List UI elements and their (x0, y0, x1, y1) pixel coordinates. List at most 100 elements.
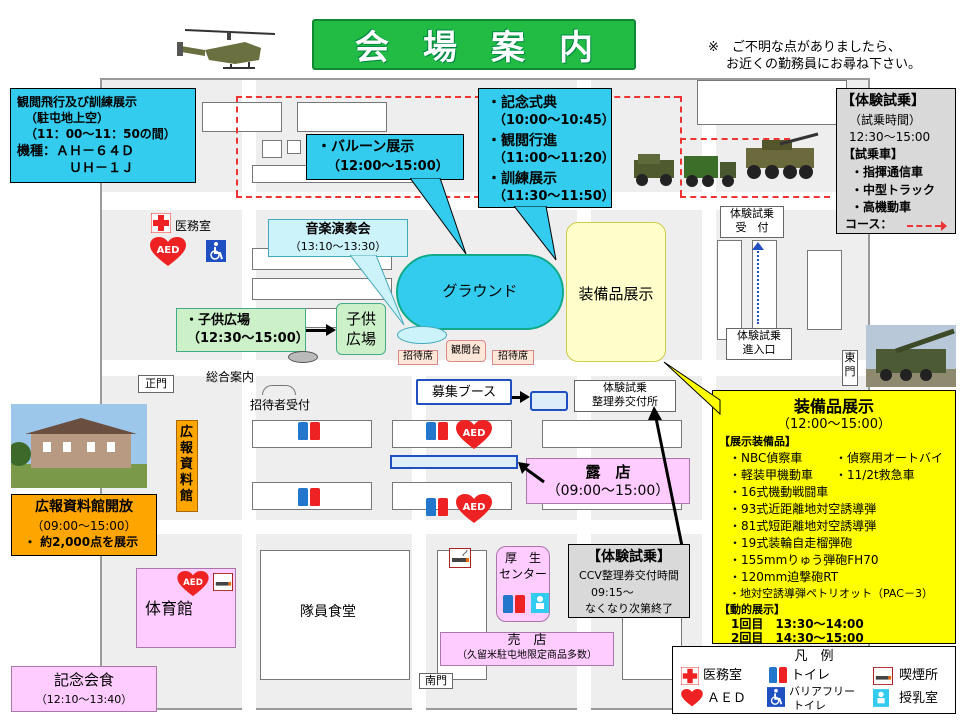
legend-toilet-icon (769, 667, 787, 683)
ride-time-label: （試乗時間） (849, 113, 922, 127)
stalls-line-2: （09:00～15:00） (546, 483, 670, 499)
music-line-1: 音楽演奏会 (305, 222, 371, 237)
welfare-center: 厚 生 センター (496, 546, 550, 622)
notice-line-2: お近くの勤務員にお尋ね下さい。 (726, 57, 922, 72)
legend-medical-label: 医務室 (703, 668, 743, 683)
ride-course-label: コース： (845, 217, 893, 231)
legend-barrier-free-icon (767, 687, 785, 707)
ride-course-legend-arrow (941, 221, 947, 231)
aed-icon-3: AED (456, 494, 492, 523)
equipment-item-3: ・81式短距離地対空誘導弾 (729, 519, 877, 533)
legend-nursing-icon (873, 689, 889, 707)
svg-text:AED: AED (183, 578, 203, 588)
kids-arrow-head (326, 324, 336, 336)
vehicle-jeep-icon (634, 154, 674, 186)
pr-line-3: ・ 約2,000点を展示 (24, 535, 139, 549)
recruit-arrow-head (520, 391, 530, 403)
svg-text:AED: AED (463, 502, 486, 513)
ccv-line-2: CCV整理券交付時間 (579, 569, 679, 582)
welfare-line-1: 厚 生 (504, 551, 541, 565)
aed-icon-4: AED (177, 571, 209, 597)
ride-vehicle-2: ・中型トラック (851, 183, 936, 197)
artillery-photo (866, 325, 956, 387)
equipment-pointer (663, 361, 721, 416)
legend-medical-icon (681, 667, 699, 685)
ride-course-right-top (680, 138, 790, 140)
pr-hall-vertical-sign: 広報資料館 (176, 420, 198, 512)
equipment-item-r2-a: ・軽装甲機動車 (729, 468, 814, 482)
pr-hall-callout: 広報資料館開放 （09:00～15:00） ・ 約2,000点を展示 (11, 494, 157, 556)
flight-line-1: 観閲飛行及び訓練展示 (17, 95, 138, 109)
equipment-item-6: ・120mm迫撃砲RT (729, 570, 839, 584)
equipment-item-1: ・16式機動戦闘車 (729, 485, 829, 499)
ground-area: グラウンド (396, 254, 564, 330)
page-title: 会 場 案 内 (355, 28, 593, 68)
ride-entry-line-1: 体験試乗 (737, 329, 781, 342)
equipment-round-2: 2回目 14:30～15:00 (731, 631, 864, 645)
ticket-office-line-1: 体験試乗 (603, 381, 647, 394)
stalls-arrow-svg (518, 462, 545, 484)
svg-text:AED: AED (157, 245, 180, 256)
recruit-booth-tent (530, 391, 568, 411)
legend-barrier-free-line-2: トイレ (793, 699, 826, 712)
equipment-section-1: 【展示装備品】 (719, 435, 796, 448)
ticket-office-line-2: 整理券交付所 (592, 395, 658, 408)
title-banner: 会 場 案 内 (312, 19, 636, 70)
review-stand: 観閲台 (446, 340, 486, 362)
pr-hall-photo (11, 404, 147, 488)
guest-seat-right-label: 招待席 (498, 351, 528, 362)
ride-reception-sign: 体験試乗 受 付 (720, 206, 784, 238)
main-gate-sign: 正門 (138, 375, 174, 393)
pr-line-1: 広報資料館開放 (35, 499, 133, 515)
flight-line-3: （11：00～11：50の間） (25, 127, 176, 141)
vehicle-ccv-icon (746, 132, 819, 179)
info-label: 総合案内 (206, 370, 255, 384)
ceremony-line-3: ・観閲行進 (487, 133, 557, 149)
music-pointer (350, 255, 405, 326)
kids-line-1: ・子供広場 (185, 313, 251, 328)
equipment-item-r1-b: ・偵察用オートバイ (835, 451, 944, 465)
ride-dotted-arrow (752, 242, 764, 250)
ground-oval (397, 326, 447, 344)
guest-seat-left-label: 招待席 (403, 351, 433, 362)
legend-title: 凡 例 (794, 649, 834, 664)
recruit-booth-label: 募集ブース (431, 385, 497, 400)
info-tent-shape (288, 351, 318, 363)
ride-vehicle-3: ・高機動車 (851, 200, 912, 214)
music-line-2: （13:10～13:30） (289, 240, 387, 253)
kids-arrow (306, 329, 328, 332)
ccv-line-4: なくなり次第終了 (585, 602, 673, 615)
balloon-line-2: （12:00～15:00） (327, 159, 449, 174)
shop-callout: 売 店 （久留米駐屯地限定商品多数） (440, 632, 614, 666)
equipment-display-callout: 装備品展示 （12:00～15:00） 【展示装備品】 ・NBC偵察車 ・偵察用… (712, 390, 956, 645)
smoking-icon-2 (213, 573, 233, 591)
ride-course-right-bottom (680, 196, 830, 198)
ground-label: グラウンド (442, 282, 518, 300)
stall-tent (390, 455, 518, 469)
flight-line-2: （駐屯地上空） (25, 111, 110, 125)
kids-area: 子供 広場 (336, 303, 386, 355)
ride-reception-line-2: 受 付 (735, 221, 769, 234)
kids-area-line-2: 広場 (345, 330, 376, 348)
east-gate-line-2: 門 (844, 365, 856, 378)
equipment-item-5: ・155mmりゅう弾砲FH70 (729, 553, 879, 567)
helicopter-icon (177, 29, 276, 69)
toilet-icon-1 (298, 422, 320, 440)
guest-seat-left: 招待席 (398, 350, 438, 365)
ccv-line-3: 09:15～ (591, 586, 634, 599)
ride-entry-line-2: 進入口 (742, 343, 776, 356)
ride-course-left (236, 96, 238, 196)
ccv-callout: 【体験試乗】 CCV整理券交付時間 09:15～ なくなり次第終了 (568, 544, 690, 618)
ceremony-line-6: （11:30～11:50） (493, 189, 615, 204)
flight-line-5: ＵＨ－１Ｊ (17, 161, 135, 176)
ceremony-pointer (513, 206, 557, 261)
legend-aed-icon (681, 689, 703, 707)
svg-text:AED: AED (463, 428, 486, 439)
equipment-item-2: ・93式近距離地対空誘導弾 (729, 502, 877, 516)
flight-line-4: 機種：ＡＨ－６４Ｄ (17, 144, 135, 159)
equipment-item-4: ・19式装輪自走榴弾砲 (729, 536, 853, 550)
banquet-line-1: 記念会食 (53, 671, 114, 689)
legend-box: 凡 例 医務室 トイレ 喫煙所 ＡＥＤ バリアフリー トイレ 授乳室 (672, 646, 956, 714)
gym-building: 体育館 AED (136, 568, 236, 648)
ride-vehicles-title: 【試乗車】 (843, 147, 904, 161)
